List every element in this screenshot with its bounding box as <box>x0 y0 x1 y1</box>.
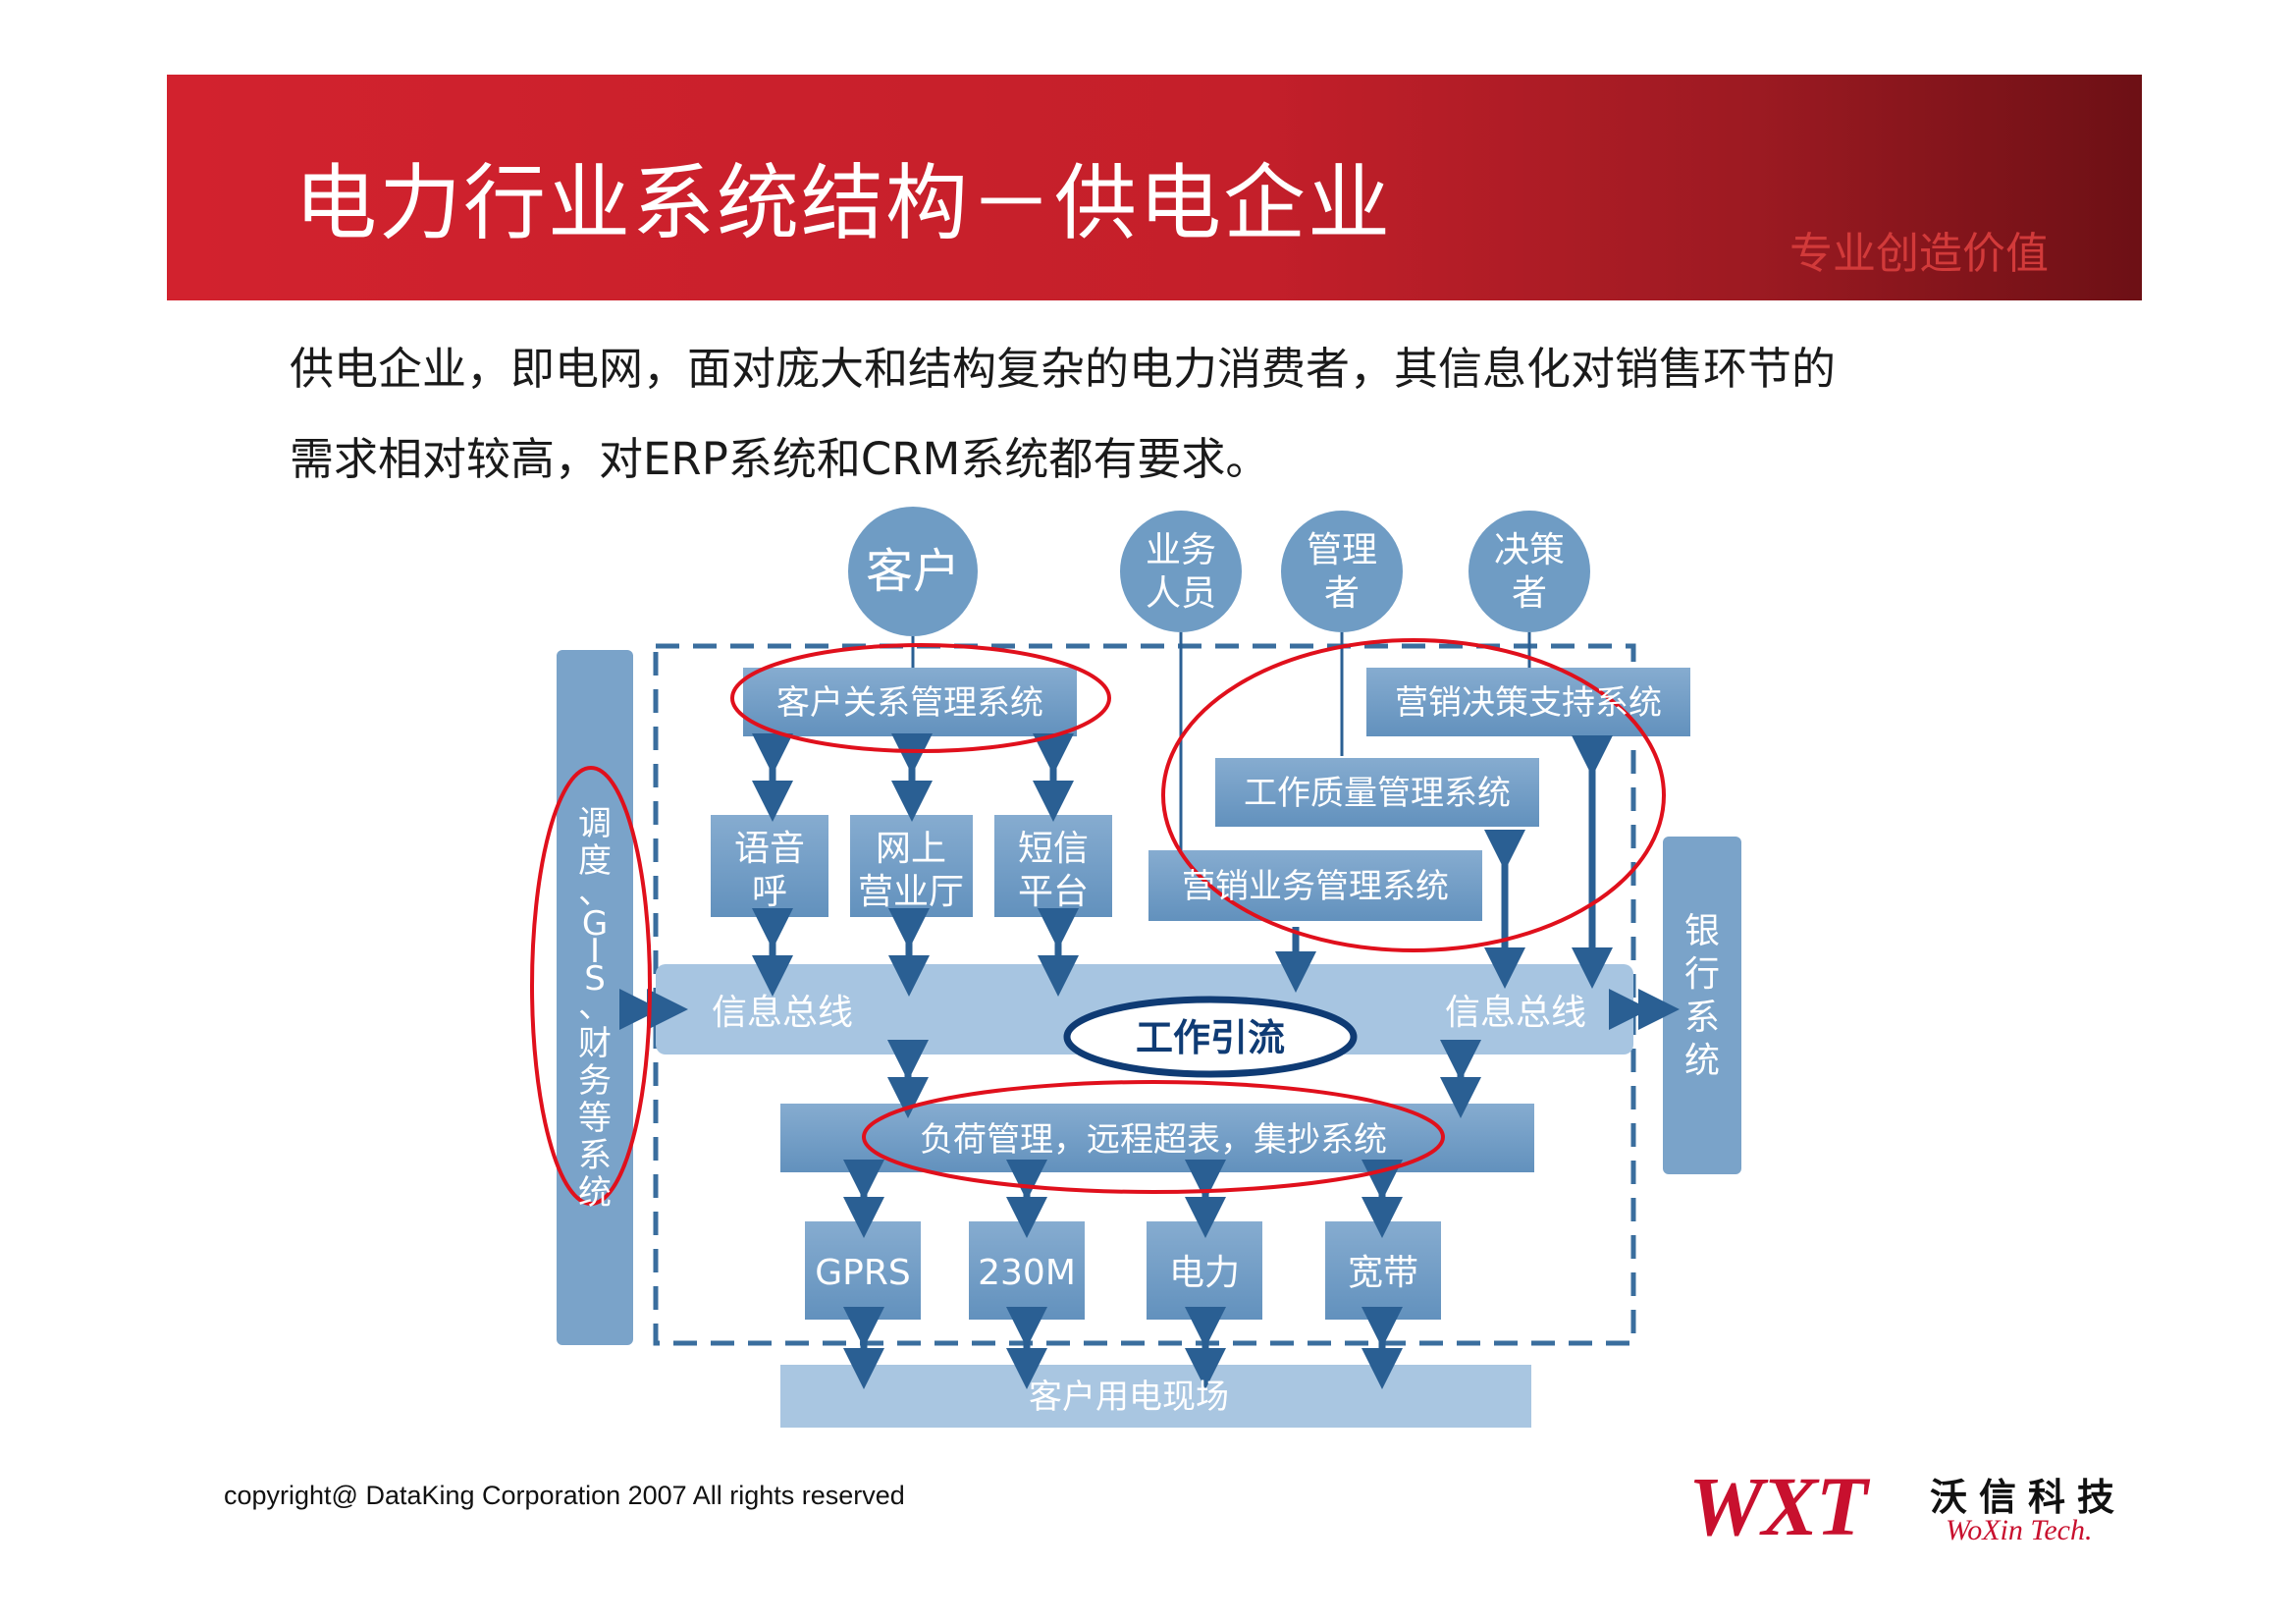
customer-site-bar <box>780 1365 1531 1428</box>
actor-manager <box>1281 511 1403 632</box>
left-side-char: 等 <box>578 1099 612 1138</box>
left-side-char: 度 <box>578 841 612 881</box>
channel-online-label-2: 营业厅 <box>858 872 964 912</box>
marketing-decision-label: 营销决策支持系统 <box>1395 683 1662 723</box>
channel-voice <box>711 815 828 917</box>
comm-broadband-label: 宽带 <box>1348 1253 1418 1293</box>
right-side-char: 银 <box>1684 911 1720 951</box>
actor-staff-label-2: 人员 <box>1146 573 1216 614</box>
left-side-char: 调 <box>578 804 612 843</box>
logo-chinese-name: 沃信科技 <box>1930 1475 2127 1519</box>
left-side-char: 系 <box>578 1136 612 1175</box>
actor-manager-label-2: 者 <box>1324 573 1360 614</box>
channel-online <box>850 815 973 917</box>
actor-decision-maker <box>1468 511 1590 632</box>
logo-english-name: WoXin Tech. <box>1946 1514 2093 1546</box>
quality-mgmt-label: 工作质量管理系统 <box>1244 774 1511 813</box>
actor-customer-label: 客户 <box>866 544 960 599</box>
channel-sms <box>994 815 1112 917</box>
highlight-ellipses <box>530 638 1666 1206</box>
left-side-char: S <box>584 959 606 999</box>
left-side-char: 、 <box>578 987 612 1026</box>
actor-customer <box>848 507 978 636</box>
left-side-char: 、 <box>578 873 612 912</box>
quality-mgmt-box <box>1215 758 1539 827</box>
left-side-char: 统 <box>578 1173 612 1213</box>
bus-right-label: 信息总线 <box>1445 993 1586 1033</box>
right-side-char: 系 <box>1684 998 1720 1038</box>
crm-box <box>743 668 1077 736</box>
right-side-panel <box>1663 837 1741 1174</box>
left-side-char: 财 <box>578 1024 612 1063</box>
actor-staff-label-1: 业务 <box>1146 530 1216 570</box>
site-label: 客户用电现场 <box>1029 1378 1229 1417</box>
logo-mark: WXT <box>1688 1459 1867 1553</box>
intro-line-2: 需求相对较高，对ERP系统和CRM系统都有要求。 <box>290 433 1270 485</box>
load-mgmt-label: 负荷管理，远程超表，集抄系统 <box>920 1120 1387 1160</box>
workflow-label: 工作引流 <box>1136 1016 1285 1059</box>
intro-line-1: 供电企业，即电网，面对庞大和结构复杂的电力消费者，其信息化对销售环节的 <box>290 343 1837 395</box>
right-side-label: 银 行 系 统 <box>1684 911 1720 1081</box>
comm-gprs-label: GPRS <box>815 1253 910 1293</box>
left-side-char: G <box>582 904 608 944</box>
highlight-crm <box>730 643 1111 753</box>
left-side-char: 务 <box>578 1061 612 1101</box>
right-side-char: 行 <box>1684 954 1720 995</box>
slogan: 专业创造价值 <box>1789 229 2049 279</box>
bus-left-label: 信息总线 <box>712 993 853 1033</box>
channel-online-label-1: 网上 <box>876 829 946 869</box>
marketing-business-label: 营销业务管理系统 <box>1182 867 1449 906</box>
actor-manager-label-1: 管理 <box>1307 530 1377 570</box>
highlight-left-panel <box>530 766 652 1206</box>
highlight-load-mgmt <box>862 1080 1445 1194</box>
channel-sms-label-2: 平台 <box>1018 872 1089 912</box>
left-side-label: 调 度 、 G I S 、 财 务 等 系 统 <box>578 804 612 1213</box>
actor-staff <box>1120 511 1242 632</box>
marketing-business-box <box>1148 850 1482 921</box>
comm-230m-label: 230M <box>978 1253 1076 1293</box>
channel-sms-label-1: 短信 <box>1018 829 1089 869</box>
crm-label: 客户关系管理系统 <box>776 683 1043 723</box>
right-side-char: 统 <box>1684 1041 1720 1081</box>
copyright-text: copyright@ DataKing Corporation 2007 All… <box>224 1481 905 1510</box>
workflow-oval <box>1063 996 1358 1078</box>
channel-voice-label-2: 呼 <box>752 872 787 912</box>
actor-decision-label-1: 决策 <box>1494 530 1565 570</box>
actor-decision-label-2: 者 <box>1512 573 1547 614</box>
highlight-right-systems <box>1161 638 1666 952</box>
title-banner <box>167 75 2142 300</box>
channel-voice-label-1: 语音 <box>734 829 805 869</box>
connection-arrows <box>619 733 1680 1389</box>
left-side-char: I <box>590 932 600 971</box>
page-title: 电力行业系统结构－供电企业 <box>294 155 1393 251</box>
intro-text: 供电企业，即电网，面对庞大和结构复杂的电力消费者，其信息化对销售环节的 需求相对… <box>290 324 2056 505</box>
comm-power-label: 电力 <box>1169 1253 1240 1293</box>
left-side-panel <box>557 650 633 1345</box>
company-logo: WXT 沃信科技 WoXin Tech. <box>1688 1459 2140 1553</box>
